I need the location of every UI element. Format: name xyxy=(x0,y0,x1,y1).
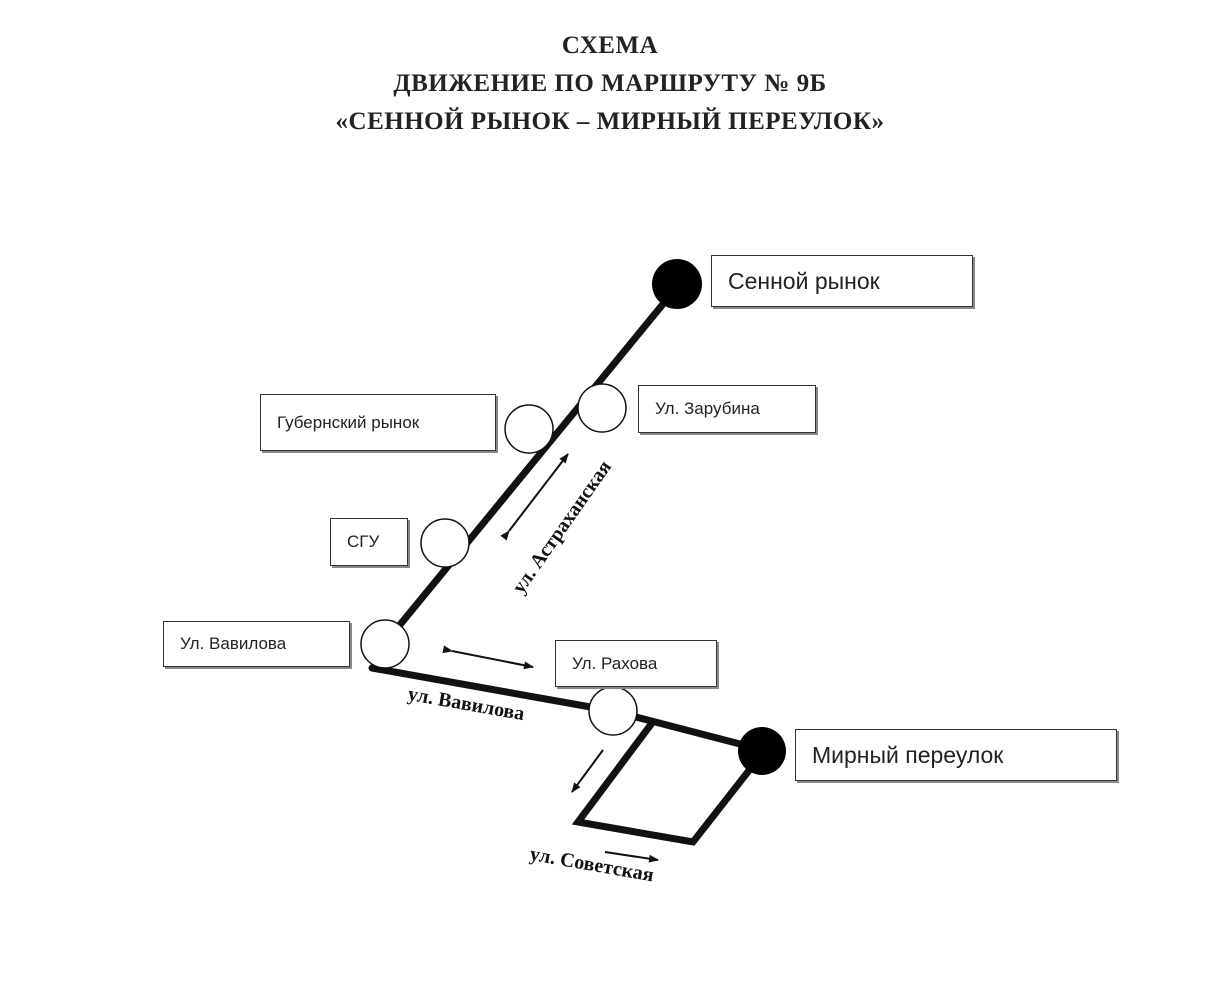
stop-label-rakhova: Ул. Рахова xyxy=(555,640,717,687)
stop-label-vavilova: Ул. Вавилова xyxy=(163,621,350,667)
stop-marker-gubernsky[interactable] xyxy=(504,404,554,454)
stop-marker-zarubina[interactable] xyxy=(577,383,627,433)
stop-label-gubernsky: Губернский рынок xyxy=(260,394,496,451)
map-subtitle-route: ДВИЖЕНИЕ ПО МАРШРУТУ № 9Б xyxy=(393,70,827,97)
map-title: СХЕМА xyxy=(561,32,659,59)
terminal-marker-start[interactable] xyxy=(652,259,702,309)
route-loop-sovetskaya xyxy=(571,720,768,846)
route-line-vavilova xyxy=(368,664,617,715)
terminal-label-end: Мирный переулок xyxy=(795,729,1117,781)
stop-label-zarubina: Ул. Зарубина xyxy=(638,385,816,433)
terminal-label-start: Сенной рынок xyxy=(711,255,973,307)
direction-arrow-astrakhanskaya xyxy=(500,453,569,541)
stop-marker-sgu[interactable] xyxy=(420,518,470,568)
direction-arrow-vavilova xyxy=(442,645,534,670)
route-line-to-terminal xyxy=(609,707,767,754)
stop-marker-rakhova[interactable] xyxy=(588,686,638,736)
direction-arrow-down xyxy=(571,749,604,793)
direction-arrow-sovetskaya xyxy=(604,851,659,863)
terminal-marker-end[interactable] xyxy=(738,727,786,775)
stop-marker-vavilova[interactable] xyxy=(360,619,410,669)
map-subtitle-endpoints: «СЕННОЙ РЫНОК – МИРНЫЙ ПЕРЕУЛОК» xyxy=(335,108,885,135)
stop-label-sgu: СГУ xyxy=(330,518,408,566)
